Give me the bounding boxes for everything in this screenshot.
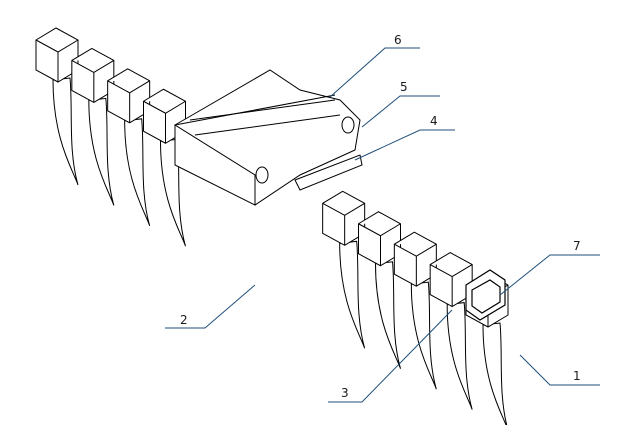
callout-4: 4 (430, 114, 438, 128)
tine (339, 240, 366, 349)
leader-1 (519, 354, 600, 386)
callout-3: 3 (341, 386, 349, 400)
tines (52, 77, 508, 425)
beam-segment (393, 231, 437, 287)
tine (410, 281, 437, 390)
callout-6: 6 (394, 33, 402, 47)
callout-7: 7 (573, 239, 581, 253)
tine (124, 118, 151, 226)
tine (482, 322, 508, 425)
callout-labels: 1 2 3 4 5 6 7 (180, 33, 581, 400)
tine (52, 77, 79, 186)
leader-7 (499, 254, 600, 296)
callout-5: 5 (400, 80, 408, 94)
callout-1: 1 (573, 369, 581, 383)
leader-4 (354, 129, 455, 161)
callout-2: 2 (180, 313, 188, 327)
tine (88, 97, 115, 206)
callout-leaders (165, 47, 600, 403)
tine (446, 302, 473, 410)
end-cap (465, 269, 506, 321)
tine (374, 261, 401, 369)
mounting-bracket (174, 69, 363, 206)
leader-3 (328, 309, 453, 403)
leader-5 (361, 95, 440, 128)
leader-2 (165, 284, 256, 329)
leader-6 (329, 47, 420, 98)
